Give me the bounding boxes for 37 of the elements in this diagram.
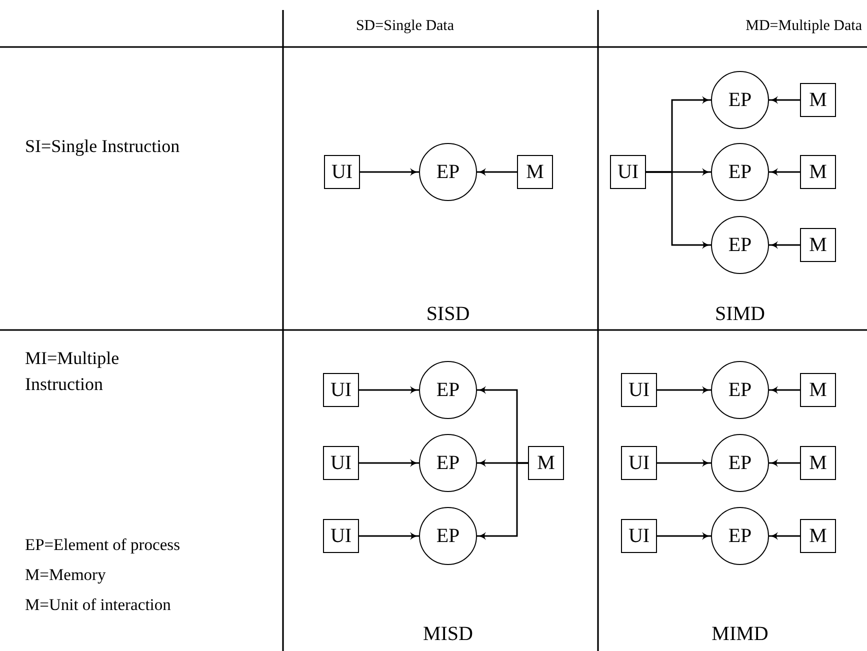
- process-circle: EP: [419, 143, 477, 201]
- label-text: SISD: [425, 302, 471, 327]
- unit-box: UI: [621, 446, 657, 480]
- process-circle: EP: [711, 143, 769, 201]
- unit-box: UI: [323, 373, 359, 407]
- process-circle: EP: [711, 434, 769, 492]
- unit-box: M: [800, 373, 836, 407]
- unit-box: M: [517, 155, 553, 189]
- label-text: M=Unit of interaction: [25, 594, 172, 616]
- process-circle: EP: [419, 434, 477, 492]
- process-circle: EP: [419, 361, 477, 419]
- label-text: MD=Multiple Data: [744, 17, 862, 36]
- process-circle: EP: [711, 71, 769, 129]
- unit-box: UI: [323, 519, 359, 553]
- unit-box: UI: [621, 519, 657, 553]
- label-text: M=Memory: [25, 564, 107, 586]
- unit-box: UI: [324, 155, 360, 189]
- unit-box: M: [800, 446, 836, 480]
- process-circle: EP: [711, 216, 769, 274]
- label-text: MIMD: [710, 622, 770, 647]
- label-text: MISD: [422, 622, 474, 647]
- unit-box: UI: [323, 446, 359, 480]
- label-text: MI=Multiple Instruction: [25, 347, 120, 396]
- label-text: SI=Single Instruction: [25, 135, 181, 158]
- unit-box: M: [800, 519, 836, 553]
- process-circle: EP: [711, 507, 769, 565]
- label-text: EP=Element of process: [25, 534, 182, 556]
- unit-box: M: [800, 155, 836, 189]
- label-text: SD=Single Data: [354, 17, 456, 36]
- label-text: SIMD: [714, 302, 766, 327]
- unit-box: M: [800, 228, 836, 262]
- unit-box: UI: [621, 373, 657, 407]
- unit-box: M: [800, 83, 836, 117]
- process-circle: EP: [419, 507, 477, 565]
- unit-box: M: [528, 446, 564, 480]
- unit-box: UI: [610, 155, 646, 189]
- process-circle: EP: [711, 361, 769, 419]
